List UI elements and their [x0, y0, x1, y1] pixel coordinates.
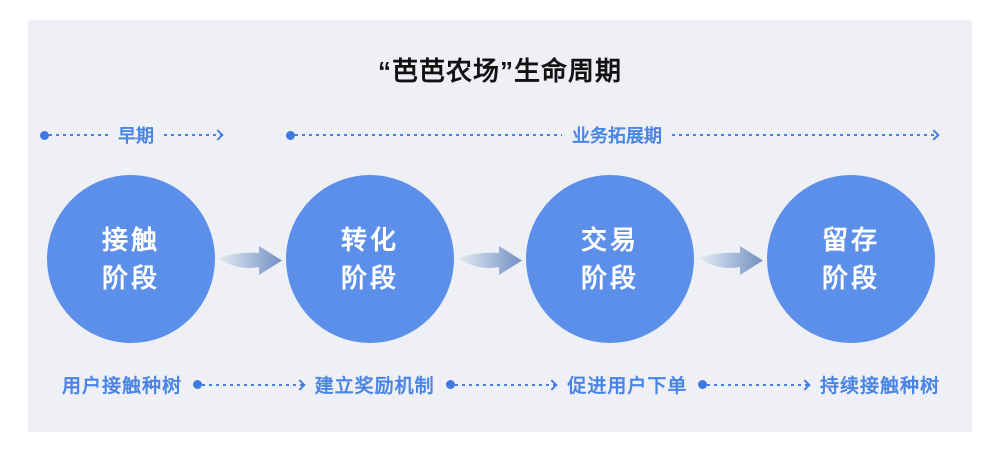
actions-row: 用户接触种树 建立奖励机制 促进用户下单 持续接触种树 [62, 371, 940, 398]
dotted-line [164, 134, 223, 136]
flow-arrow-icon [699, 246, 763, 275]
action-connector [445, 378, 558, 391]
action-connector [193, 378, 306, 391]
arrow-right-icon [212, 129, 224, 141]
dot-marker-icon [193, 380, 203, 389]
dot-marker-icon [286, 130, 295, 140]
phase-early-label: 早期 [118, 126, 154, 146]
arrow-right-icon [928, 129, 940, 141]
stage-circle-conversion: 转化 阶段 [286, 175, 454, 343]
dot-marker-icon [40, 130, 49, 140]
dotted-line [672, 134, 939, 136]
phase-expansion-timeline: 业务拓展期 [286, 124, 940, 146]
action-label-continuous-contact: 持续接触种树 [819, 376, 940, 397]
action-connector [698, 378, 811, 391]
dot-marker-icon [445, 380, 455, 389]
stage-circle-contact: 接触 阶段 [47, 175, 215, 343]
arrow-right-icon [293, 378, 306, 391]
dotted-line [707, 383, 810, 386]
dotted-line [295, 134, 562, 136]
arrow-right-icon [799, 378, 811, 391]
dot-marker-icon [698, 380, 708, 389]
action-label-reward-mechanism: 建立奖励机制 [314, 376, 435, 397]
dotted-line [454, 383, 558, 386]
diagram-panel: “芭芭农场”生命周期 早期 业务拓展期 [28, 20, 972, 432]
phase-early-timeline: 早期 [40, 124, 224, 146]
action-label-contact-trees: 用户接触种树 [62, 376, 183, 397]
phase-expansion-label: 业务拓展期 [572, 126, 662, 146]
diagram-title: “芭芭农场”生命周期 [377, 56, 622, 86]
stage-circle-transaction: 交易 阶段 [526, 175, 694, 343]
dotted-line [49, 134, 108, 136]
flow-arrow-icon [218, 246, 282, 275]
stage-circle-retention: 留存 阶段 [767, 175, 935, 343]
flow-arrow-icon [458, 246, 522, 275]
action-label-promote-orders: 促进用户下单 [567, 376, 688, 397]
dotted-line [202, 383, 305, 386]
arrow-right-icon [546, 378, 558, 391]
